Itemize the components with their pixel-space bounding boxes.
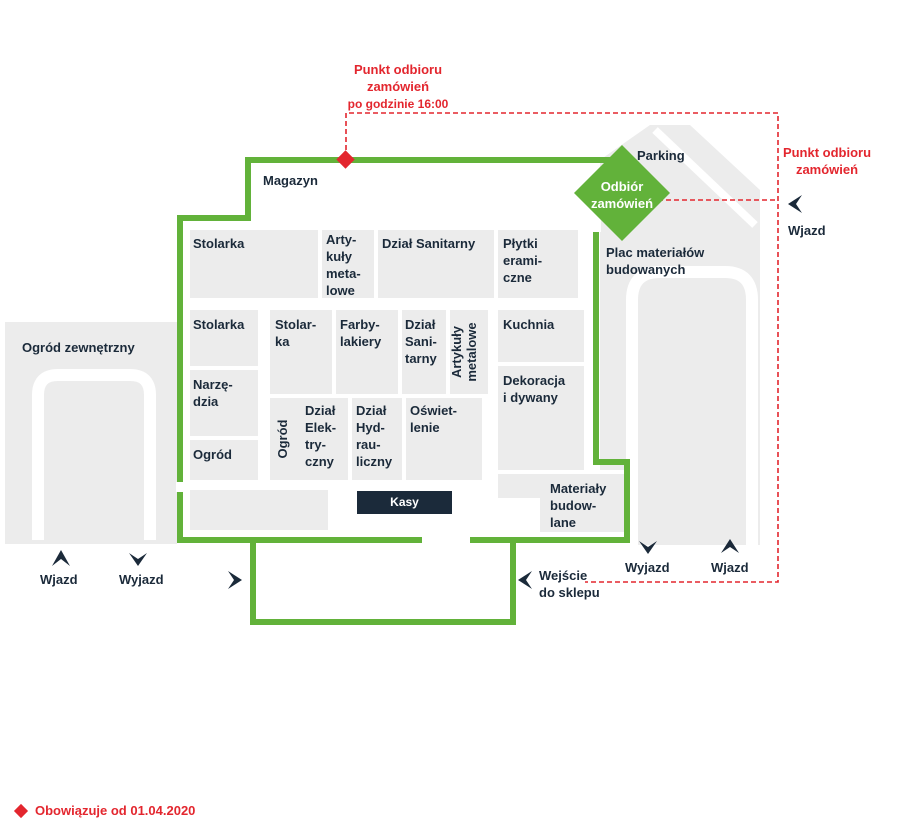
validity-footer: Obowiązuje od 01.04.2020 (13, 803, 196, 819)
dept-kuchnia: Kuchnia (503, 317, 555, 332)
dept-farby-lakiery: Farby- lakiery (340, 317, 382, 349)
dept-plytki: Płytki erami- czne (503, 236, 543, 285)
store-entrance-label: Wejście do sklepu (539, 568, 600, 600)
dept-ogrod: Ogród (193, 447, 232, 462)
pickup-badge-label: Odbiór zamówień (590, 179, 654, 211)
pickup-right-label: Punkt odbioru zamówień (782, 145, 872, 177)
dept-stolarka-2: Stolarka (193, 317, 245, 332)
pickup-top-title: Punkt odbioru zamówień (353, 62, 443, 94)
store-walls (177, 157, 630, 625)
dept-plac-materialow: Plac materiałów budowanych (606, 245, 705, 277)
red-diamond-icon (13, 803, 29, 819)
entrance-wjazd-left: Wjazd (40, 572, 78, 587)
parking-label: Parking (637, 148, 685, 163)
dept-oswietlenie: Oświet- lenie (410, 403, 457, 435)
dept-artykuly-metalowe: Arty- kuły meta- lowe (326, 232, 361, 298)
exit-wyjazd-right: Wyjazd (625, 560, 670, 575)
exit-wyjazd-left: Wyjazd (119, 572, 164, 587)
dept-narzedzia: Narzę- dzia (193, 377, 233, 409)
dept-magazyn: Magazyn (263, 173, 318, 188)
parking-zone (600, 125, 760, 545)
pickup-top-subtitle: po godzinie 16:00 (347, 97, 449, 111)
dept-hydrauliczny: Dział Hyd- rau- liczny (356, 403, 393, 469)
pickup-badge (574, 145, 670, 241)
entrance-arrows (52, 195, 802, 589)
dept-ogrod-vertical: Ogród (275, 419, 290, 459)
pickup-routes (345, 112, 779, 583)
entrance-wjazd-far-right: Wjazd (788, 223, 826, 238)
checkout-kasy: Kasy (357, 491, 452, 514)
dept-stolarka: Stolarka (193, 236, 245, 251)
dept-artykuly-metalowe-2: Artykuły metalowe (449, 322, 479, 382)
dept-dekoracja: Dekoracja i dywany (503, 373, 566, 405)
dept-elektryczny: Dział Elek- try- czny (305, 403, 337, 469)
pickup-point-marker (336, 150, 355, 169)
dept-sanitarny: Dział Sanitarny (382, 236, 476, 251)
department-blocks (190, 230, 624, 532)
dept-materialy-budowlane: Materiały budow- lane (550, 481, 607, 530)
dept-stolarka-3: Stolar- ka (275, 317, 317, 349)
validity-text: Obowiązuje od 01.04.2020 (35, 803, 196, 818)
outdoor-garden-label: Ogród zewnętrzny (22, 340, 135, 355)
dept-sanitarny-2: Dział Sani- tarny (405, 317, 437, 366)
entrance-wjazd-right: Wjazd (711, 560, 749, 575)
outdoor-garden-zone (5, 322, 177, 544)
